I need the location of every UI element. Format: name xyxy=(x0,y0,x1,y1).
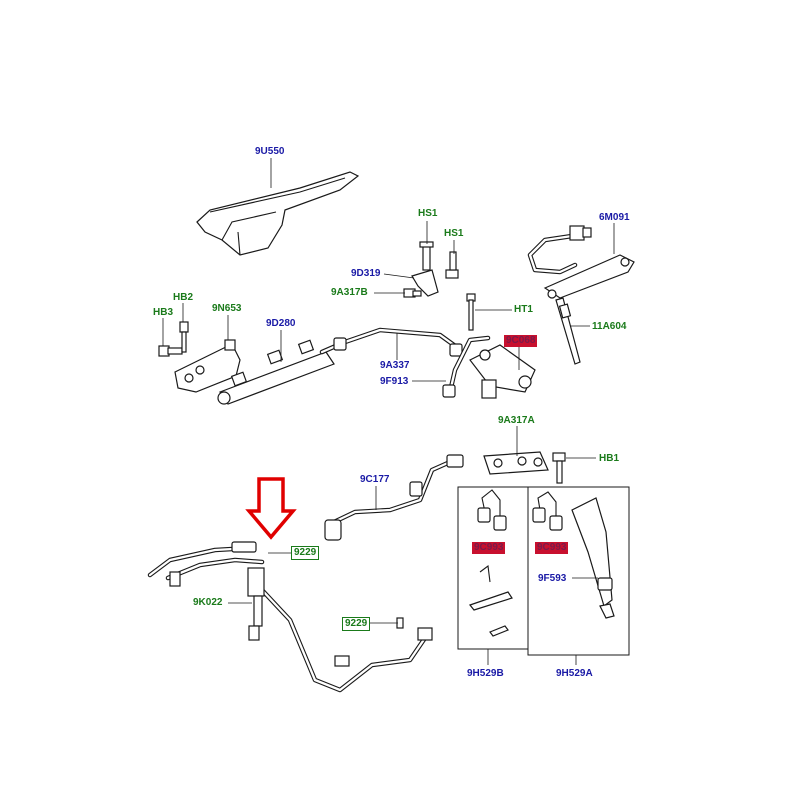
label-9A337[interactable]: 9A337 xyxy=(380,360,410,371)
bolt-HB1-part xyxy=(552,452,566,484)
label-9N653[interactable]: 9N653 xyxy=(212,303,242,314)
pressure-pump-9C068-part xyxy=(442,335,536,399)
label-HT1[interactable]: HT1 xyxy=(514,304,533,315)
label-9F913[interactable]: 9F913 xyxy=(380,376,409,387)
label-HB3[interactable]: HB3 xyxy=(153,307,174,318)
label-9C177[interactable]: 9C177 xyxy=(360,474,390,485)
label-9229-b[interactable]: 9229 xyxy=(342,617,371,631)
label-6M091[interactable]: 6M091 xyxy=(599,212,630,223)
label-HB1[interactable]: HB1 xyxy=(599,453,620,464)
pipe-9A337-part xyxy=(319,327,463,357)
label-11A604[interactable]: 11A604 xyxy=(592,321,627,332)
label-9C993-b[interactable]: 9C993 xyxy=(535,542,569,554)
bracket-9N653-part xyxy=(158,321,241,393)
fuel-line-9K022-part xyxy=(147,541,433,693)
red-pointer-arrow-icon xyxy=(245,477,297,540)
label-9K022[interactable]: 9K022 xyxy=(193,597,223,608)
sensor-6M091-part xyxy=(527,225,635,299)
label-9H529A[interactable]: 9H529A xyxy=(556,668,593,679)
label-HS1-b[interactable]: HS1 xyxy=(444,228,464,239)
label-9U550[interactable]: 9U550 xyxy=(255,146,285,157)
pipe-9C177-part xyxy=(324,454,464,541)
label-HB2[interactable]: HB2 xyxy=(173,292,194,303)
bracket-9D319-part xyxy=(403,241,459,298)
kit-box-9H529B xyxy=(457,486,529,650)
label-9229-a[interactable]: 9229 xyxy=(291,546,320,560)
label-9D319[interactable]: 9D319 xyxy=(351,268,381,279)
label-9C993-a[interactable]: 9C993 xyxy=(472,542,506,554)
label-9A317A[interactable]: 9A317A xyxy=(498,415,535,426)
stud-HT1-part xyxy=(466,293,476,331)
glow-plug-11A604-part xyxy=(555,297,581,365)
label-9H529B[interactable]: 9H529B xyxy=(467,668,504,679)
leader-9D319 xyxy=(383,273,415,279)
label-HS1-a[interactable]: HS1 xyxy=(418,208,438,219)
kit-box-9H529A xyxy=(527,486,630,656)
engine-cover-part xyxy=(196,171,360,256)
clamp-9A317A-part xyxy=(483,451,549,475)
label-9A317B[interactable]: 9A317B xyxy=(331,287,368,298)
label-9D280[interactable]: 9D280 xyxy=(266,318,296,329)
label-9C068[interactable]: 9C068 xyxy=(504,335,538,347)
fuel-rail-9D280-part xyxy=(217,339,335,405)
label-9F593[interactable]: 9F593 xyxy=(538,573,567,584)
